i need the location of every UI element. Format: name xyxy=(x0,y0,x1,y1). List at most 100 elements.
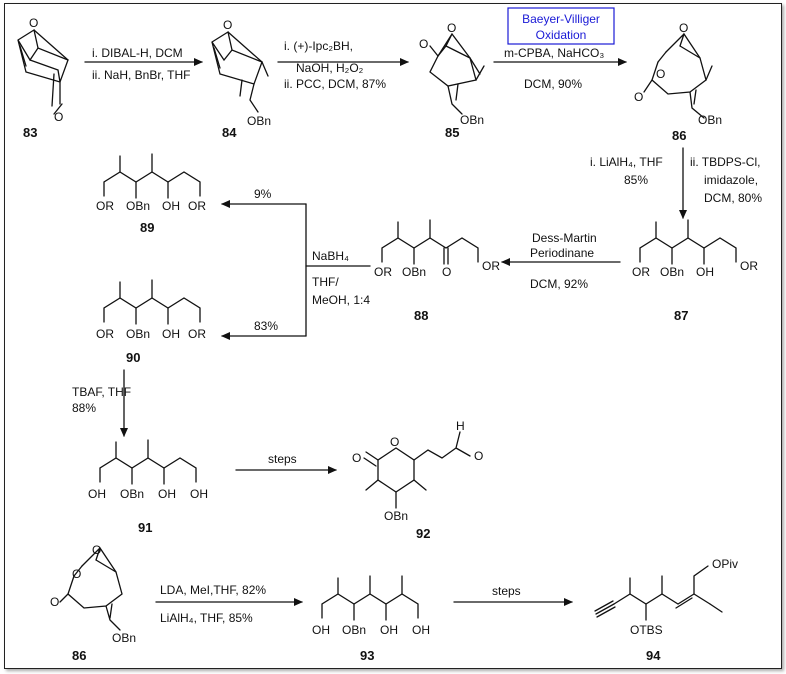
atom-oh-90: OH xyxy=(162,327,180,341)
cond-s6b: THF/ xyxy=(312,275,339,289)
label-88: 88 xyxy=(414,308,428,323)
cond-s5b: Periodinane xyxy=(530,246,594,260)
atom-obn-86b: OBn xyxy=(112,631,136,645)
atom-oh-87: OH xyxy=(696,265,714,279)
atom-o-ketone-85: O xyxy=(419,37,428,51)
atom-o-bridge-86b: O xyxy=(92,543,101,557)
cond-s4d: imidazole, xyxy=(704,173,758,187)
atom-or-left-87: OR xyxy=(632,265,650,279)
cond-s2b: NaOH, H₂O₂ xyxy=(296,61,364,75)
cond-s6d: 9% xyxy=(254,187,272,201)
structure-89 xyxy=(103,153,201,199)
atom-obn-89: OBn xyxy=(126,199,150,213)
atom-obn-85: OBn xyxy=(460,113,484,127)
arrow-88-branch xyxy=(221,200,371,340)
cond-s2a: i. (+)-Ipc₂BH, xyxy=(284,39,353,53)
structure-91 xyxy=(99,439,197,485)
atom-or-right-89: OR xyxy=(188,199,206,213)
cond-s4c: ii. TBDPS-Cl, xyxy=(690,155,760,169)
atom-o-aldehyde-92: O xyxy=(474,449,483,463)
label-83: 83 xyxy=(23,125,37,140)
cond-s5a: Dess-Martin xyxy=(532,231,597,245)
label-93: 93 xyxy=(360,648,374,663)
cond-s4b: 85% xyxy=(624,173,648,187)
label-87: 87 xyxy=(674,308,688,323)
cond-s1b: ii. NaH, BnBr, THF xyxy=(92,68,190,82)
atom-o-85: O xyxy=(447,21,456,35)
atom-o-ketone-83: O xyxy=(54,110,63,124)
atom-o-ring-86: O xyxy=(656,67,665,81)
atom-obn-84: OBn xyxy=(247,114,271,128)
atom-or-right-90: OR xyxy=(188,327,206,341)
atom-opiv-94: OPiv xyxy=(712,557,738,571)
atom-oh-right-91: OH xyxy=(190,487,208,501)
cond-s6c: MeOH, 1:4 xyxy=(312,293,370,307)
atom-otbs-94: OTBS xyxy=(630,623,663,637)
label-85: 85 xyxy=(445,125,459,140)
atom-or-left-88: OR xyxy=(374,265,392,279)
cond-s8a: steps xyxy=(268,452,297,466)
cond-s3a: m-CPBA, NaHCO₃ xyxy=(504,46,604,60)
label-89: 89 xyxy=(140,220,154,235)
structure-88 xyxy=(381,219,479,265)
bv-line1: Baeyer-Villiger xyxy=(522,12,600,26)
cond-s6e: 83% xyxy=(254,319,278,333)
cond-s4e: DCM, 80% xyxy=(704,191,762,205)
cond-s2c: ii. PCC, DCM, 87% xyxy=(284,77,386,91)
cond-s9b: LiAlH₄, THF, 85% xyxy=(160,611,253,625)
cond-s1a: i. DIBAL-H, DCM xyxy=(92,46,183,60)
structure-90 xyxy=(103,279,201,325)
label-91: 91 xyxy=(138,520,152,535)
cond-s6a: NaBH₄ xyxy=(312,249,349,263)
scheme-frame xyxy=(4,3,782,669)
structure-92 xyxy=(363,431,471,509)
atom-obn-88: OBn xyxy=(402,265,426,279)
label-94: 94 xyxy=(646,648,661,663)
atom-o-carbonyl-92: O xyxy=(352,451,361,465)
atom-o-88: O xyxy=(442,265,451,279)
atom-o-ring-86b: O xyxy=(72,567,81,581)
cond-s4a: i. LiAlH₄, THF xyxy=(590,155,663,169)
atom-o-84: O xyxy=(223,18,232,32)
atom-or-left-89: OR xyxy=(96,199,114,213)
structure-93 xyxy=(321,575,419,621)
atom-obn-92: OBn xyxy=(384,509,408,523)
atom-or-left-90: OR xyxy=(96,327,114,341)
atom-or-right-88: OR xyxy=(482,259,500,273)
label-90: 90 xyxy=(126,350,140,365)
cond-s10a: steps xyxy=(492,584,521,598)
structure-85 xyxy=(429,32,485,115)
structure-86-bottom xyxy=(59,546,123,631)
atom-o-bridge-86: O xyxy=(679,21,688,35)
atom-oh-left-91: OH xyxy=(88,487,106,501)
structure-83 xyxy=(17,28,69,115)
atom-obn-87: OBn xyxy=(660,265,684,279)
atom-obn-93: OBn xyxy=(342,623,366,637)
label-92: 92 xyxy=(416,526,430,541)
atom-o-83: O xyxy=(29,16,38,30)
bv-line2: Oxidation xyxy=(536,28,587,42)
label-86b: 86 xyxy=(72,648,86,663)
atom-h-92: H xyxy=(456,419,465,433)
atom-oh-89: OH xyxy=(162,199,180,213)
cond-s7a: TBAF, THF xyxy=(72,385,131,399)
atom-oh-mid-91: OH xyxy=(158,487,176,501)
atom-oh-left-93: OH xyxy=(312,623,330,637)
cond-s9a: LDA, MeI,THF, 82% xyxy=(160,583,266,597)
baeyer-villiger-box xyxy=(507,7,615,45)
atom-oh-mid-93: OH xyxy=(380,623,398,637)
cond-s7b: 88% xyxy=(72,401,96,415)
atom-or-right-87: OR xyxy=(740,259,758,273)
atom-oh-right-93: OH xyxy=(412,623,430,637)
atom-o-carbonyl-86b: O xyxy=(50,595,59,609)
cond-s5c: DCM, 92% xyxy=(530,277,588,291)
atom-obn-90: OBn xyxy=(126,327,150,341)
structure-87 xyxy=(639,219,737,265)
label-86: 86 xyxy=(672,128,686,143)
structure-86 xyxy=(643,32,713,119)
atom-obn-86: OBn xyxy=(698,113,722,127)
structure-84 xyxy=(211,30,269,113)
structure-94 xyxy=(594,565,723,621)
